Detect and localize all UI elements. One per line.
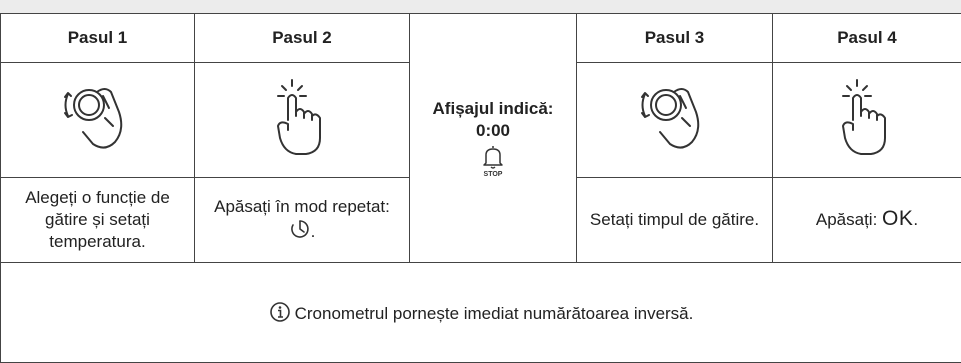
description-row: Alegeți o funcție de gătire și setați te… <box>0 176 961 263</box>
icon-row <box>0 61 961 178</box>
step2-icon-cell <box>194 61 410 178</box>
step1-icon-cell <box>0 61 195 178</box>
display-value: 0:00 <box>475 120 511 140</box>
step2-title: Pasul 2 <box>194 13 410 63</box>
step1-title: Pasul 1 <box>0 13 195 63</box>
step4-text: Apăsați: OK. <box>772 176 961 263</box>
step4-text-prefix: Apăsați: <box>815 210 883 230</box>
step4-icon-cell <box>772 61 961 178</box>
step2-text-suffix: . <box>310 222 316 242</box>
finger-tap-icon <box>277 79 321 156</box>
step3-icon-cell <box>576 61 773 178</box>
note-cell: Cronometrul pornește imediat numărătoare… <box>0 261 961 363</box>
ok-label: OK <box>882 207 914 231</box>
info-icon <box>269 301 290 322</box>
step3-text: Setați timpul de gătire. <box>576 176 773 263</box>
step3-title: Pasul 3 <box>576 13 773 63</box>
knob-turn-hand-icon <box>640 88 699 149</box>
display-label: Afișajul indică: <box>432 98 554 118</box>
display-cell: Afișajul indică: 0:00 STOP <box>409 13 577 263</box>
stop-label: STOP <box>484 171 503 178</box>
finger-tap-icon <box>842 79 886 156</box>
step2-text-prefix: Apăsați în mod repetat: <box>214 197 390 217</box>
step4-title: Pasul 4 <box>772 13 961 63</box>
steps-table: Pasul 1 Pasul 2 Afișajul indică: 0:00 ST… <box>0 13 961 363</box>
knob-turn-hand-icon <box>63 88 122 149</box>
note-row: Cronometrul pornește imediat numărătoare… <box>0 261 961 363</box>
header-row: Pasul 1 Pasul 2 Afișajul indică: 0:00 ST… <box>0 13 961 263</box>
timer-icon <box>290 220 309 238</box>
step4-text-suffix: . <box>913 210 919 230</box>
note-text: Cronometrul pornește imediat numărătoare… <box>294 303 694 323</box>
bell-icon: STOP <box>483 145 503 178</box>
top-bar <box>0 0 961 14</box>
step2-text: Apăsați în mod repetat: . <box>194 176 410 263</box>
step1-text: Alegeți o funcție de gătire și setați te… <box>0 176 195 263</box>
